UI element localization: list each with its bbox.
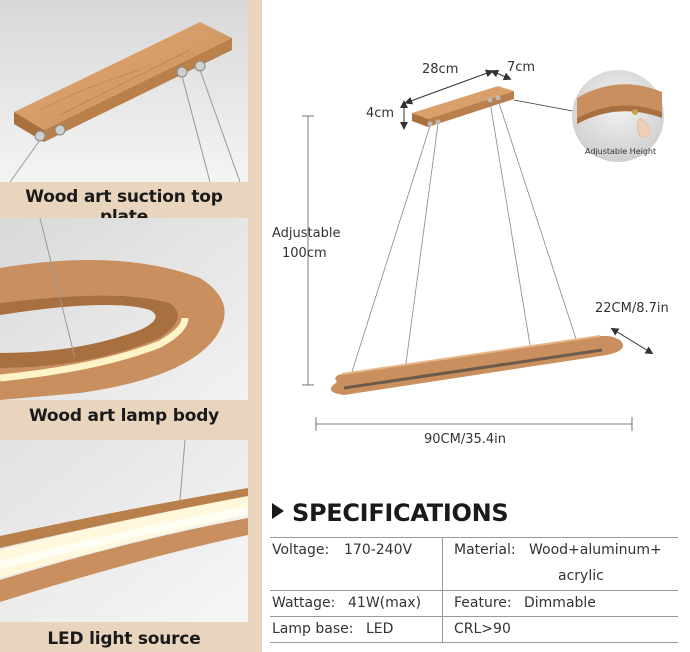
- top-plate-photo: [0, 0, 248, 182]
- adjustable-length-label: 100cm: [282, 246, 327, 261]
- voltage-label: Voltage:: [272, 542, 330, 558]
- table-rule: [270, 590, 678, 591]
- top-depth-label: 7cm: [507, 60, 536, 75]
- triangle-icon: [272, 503, 284, 519]
- voltage-value: 170-240V: [344, 542, 413, 558]
- feature-label: Feature:: [454, 595, 512, 611]
- wattage-label: Wattage:: [272, 595, 336, 611]
- material-value-line2: acrylic: [558, 568, 604, 584]
- crl-value: CRL>90: [454, 621, 511, 637]
- material-label: Material:: [454, 542, 516, 558]
- table-rule: [270, 642, 678, 643]
- specifications-title: SPECIFICATIONS: [292, 499, 509, 527]
- specifications-heading: SPECIFICATIONS: [272, 499, 509, 527]
- body-depth-label: 22CM/8.7in: [595, 301, 669, 316]
- table-rule: [270, 537, 678, 538]
- light-source-caption: LED light source: [47, 629, 201, 649]
- left-column: Wood art suction top plate Wood art lamp…: [0, 0, 262, 652]
- lamp-body-caption: Wood art lamp body: [28, 406, 220, 426]
- adjustable-height-label: Adjustable Height: [585, 147, 657, 156]
- material-value-line1: Wood+aluminum+: [529, 542, 662, 558]
- specifications-table: Voltage: 170-240V Material: Wood+aluminu…: [270, 537, 678, 643]
- table-divider: [442, 537, 443, 643]
- top-width-label: 28cm: [422, 62, 459, 77]
- wattage-value: 41W(max): [348, 595, 422, 611]
- dimension-diagram: 28cm 7cm 4cm Adjustable 100cm 22CM/8.7in…: [262, 0, 690, 480]
- lamp-base-value: LED: [366, 621, 394, 637]
- table-rule: [270, 616, 678, 617]
- feature-value: Dimmable: [524, 595, 596, 611]
- lamp-base-label: Lamp base:: [272, 621, 354, 637]
- top-height-label: 4cm: [366, 106, 395, 121]
- lamp-body-photo: [0, 218, 248, 400]
- body-length-label: 90CM/35.4in: [424, 432, 507, 447]
- adjustable-label: Adjustable: [272, 226, 341, 241]
- light-source-photo: [0, 440, 248, 622]
